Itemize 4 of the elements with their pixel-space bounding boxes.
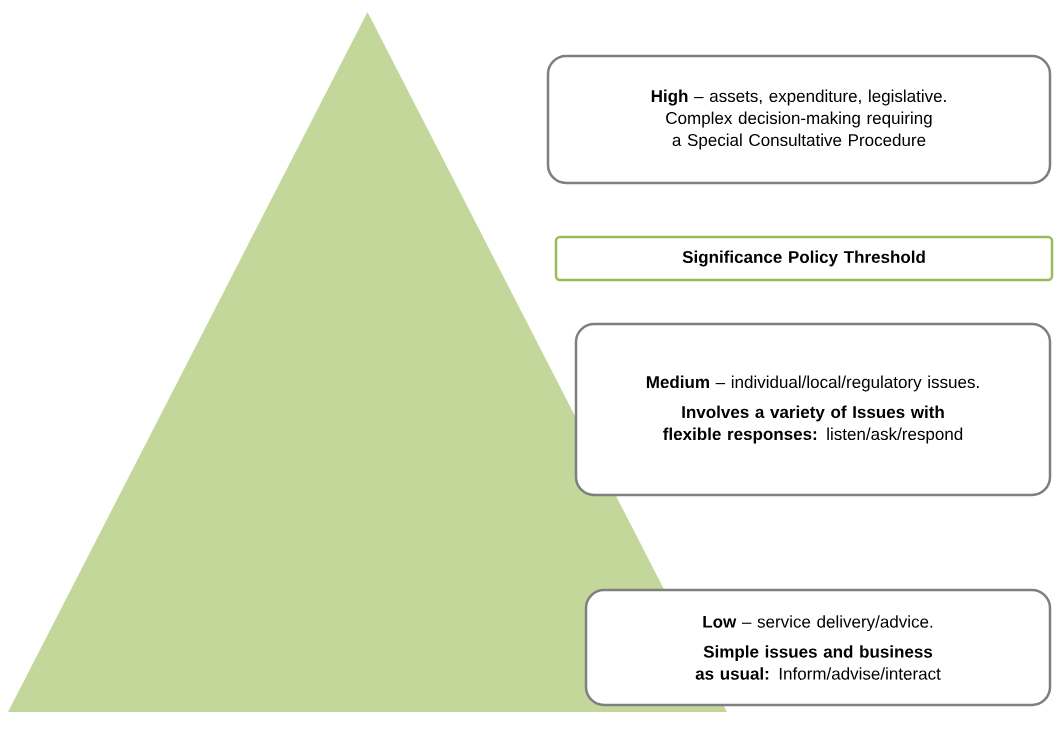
text-box: High – assets, expenditure, legislative. Complex decision-making requiring a Special Consultative Procedure bbox=[546, 54, 1052, 185]
text-box: Low – service delivery/advice. Simple issues and business as usual: Inform/advise/interact bbox=[584, 588, 1052, 707]
threshold-box: Significance Policy Threshold bbox=[554, 235, 1054, 282]
text-box: Medium – individual/local/regulatory issues. Involves a variety of Issues with flexible responses: listen/ask/respond bbox=[574, 322, 1052, 497]
